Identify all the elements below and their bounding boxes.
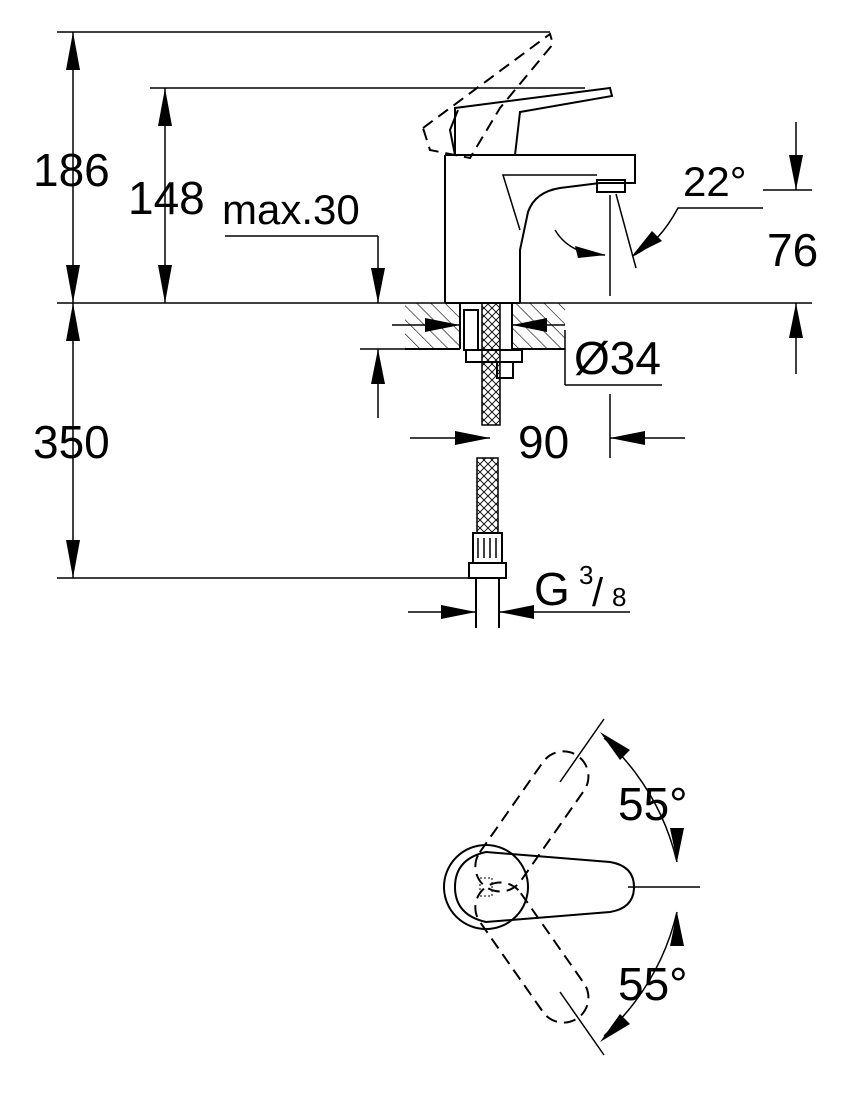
lever-top: [443, 844, 636, 930]
dim-max30-label: max.30: [222, 186, 360, 233]
thread-numerator: 3: [579, 560, 593, 590]
dim-90-label: 90: [518, 416, 569, 468]
dim-350-label: 350: [33, 416, 110, 468]
thread-slash: /: [592, 571, 604, 615]
dimension-76: 76: [767, 122, 818, 374]
dim-186-label: 186: [33, 144, 110, 196]
dimension-g38: G 3 / 8: [408, 560, 630, 619]
top-view: 55° 55°: [443, 718, 700, 1056]
angle-reference: [559, 718, 700, 1056]
faucet-body: [444, 154, 637, 304]
fixing-assembly: [463, 302, 523, 426]
thread-prefix: G: [534, 563, 570, 615]
dim-148-label: 148: [128, 172, 205, 224]
dimension-186: 186: [33, 32, 110, 303]
dimension-350: 350: [33, 303, 110, 578]
dimension-max30: max.30: [222, 186, 385, 418]
angle-55-lower-label: 55°: [618, 958, 688, 1010]
thread-denominator: 8: [612, 582, 626, 612]
dimension-90: 90: [410, 416, 685, 468]
dimension-diameter34: Ø34: [392, 318, 661, 384]
side-view: 186 148 max.30: [33, 31, 818, 628]
lever-rotation-ghosts: [474, 750, 590, 1024]
dim-diameter34-label: Ø34: [574, 332, 661, 384]
dimension-22deg: 22°: [554, 158, 763, 258]
flex-hose: [468, 457, 507, 628]
faucet-lever: [421, 32, 614, 160]
dimension-148: 148: [128, 88, 205, 303]
dim-76-label: 76: [767, 224, 818, 276]
angle-55-upper-label: 55°: [618, 778, 688, 830]
dim-22deg-label: 22°: [683, 158, 747, 205]
